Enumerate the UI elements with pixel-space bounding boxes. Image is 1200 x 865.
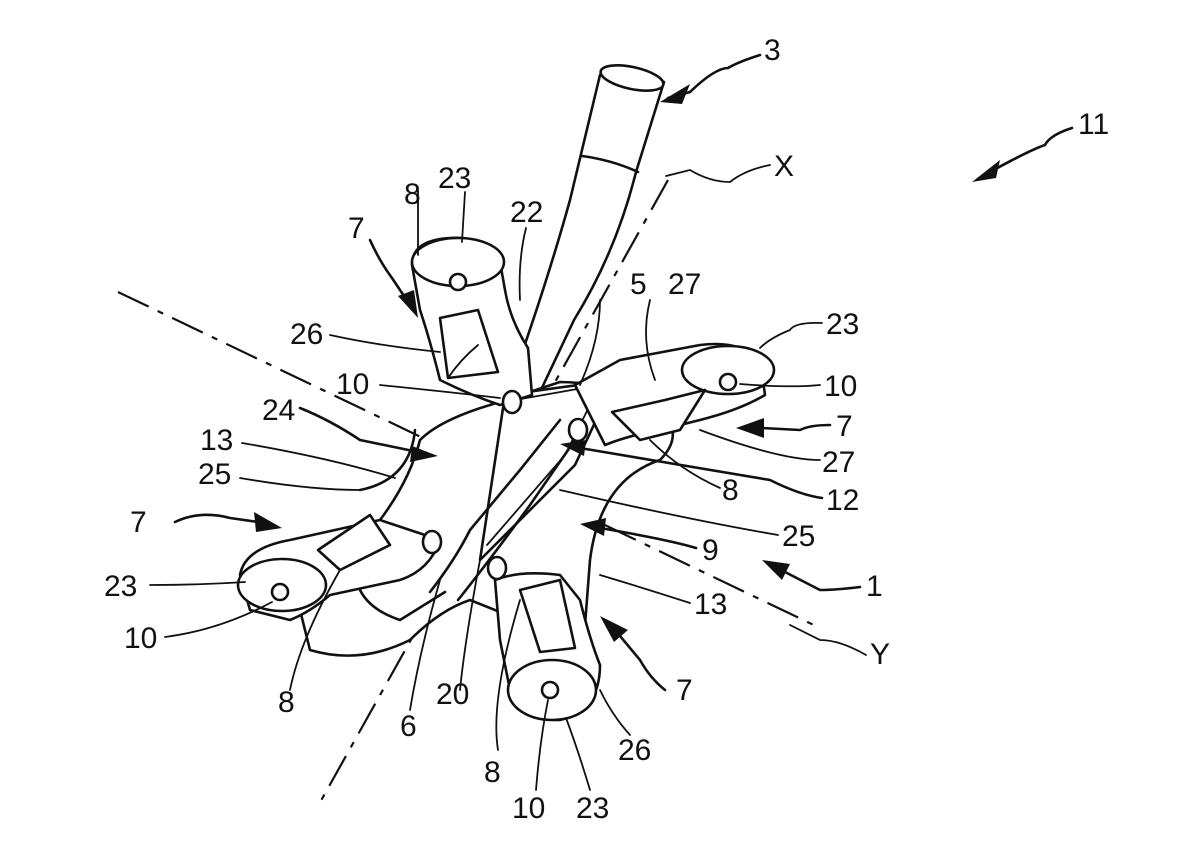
- arrowhead-11: [972, 160, 1000, 182]
- label-7-right: 7: [836, 410, 853, 443]
- label-25-left: 25: [198, 458, 231, 491]
- leader-23-bottom: [566, 718, 590, 790]
- label-25-right: 25: [782, 520, 815, 553]
- tube-body: [506, 71, 664, 398]
- arrow-7-bottom: [615, 630, 665, 690]
- label-8-right: 8: [722, 474, 739, 507]
- label-Y: Y: [870, 638, 890, 671]
- fixing-hub-2: [569, 419, 587, 441]
- fixing-hub-1: [503, 391, 521, 413]
- arrow-24: [300, 408, 418, 452]
- fixing-hub-3: [423, 531, 441, 553]
- arrow-7-left: [175, 515, 258, 522]
- leader-23-top: [462, 192, 465, 242]
- arrow-7-right: [762, 425, 830, 430]
- arm-top: [412, 238, 532, 405]
- fixing-10-top: [450, 274, 466, 290]
- label-1: 1: [866, 570, 883, 603]
- label-3: 3: [764, 34, 781, 67]
- label-5: 5: [630, 268, 647, 301]
- fixing-10-bottom: [542, 682, 558, 698]
- label-20: 20: [436, 678, 469, 711]
- label-27-top: 27: [668, 268, 701, 301]
- arrowhead-7-bottom: [600, 616, 628, 642]
- label-23-bottom: 23: [576, 792, 609, 825]
- label-8-left: 8: [278, 686, 295, 719]
- label-7-top: 7: [348, 212, 365, 245]
- arrow-1: [785, 572, 860, 590]
- label-12: 12: [826, 484, 859, 517]
- leader-13-left: [242, 443, 395, 478]
- leader-Y: [790, 625, 866, 655]
- leader-23-right: [760, 323, 822, 348]
- label-23-left: 23: [104, 570, 137, 603]
- leader-13-right: [600, 575, 690, 603]
- arrowhead-1: [762, 560, 790, 580]
- label-7-left: 7: [130, 506, 147, 539]
- label-11: 11: [1078, 108, 1109, 141]
- label-10-left: 10: [124, 622, 157, 655]
- label-26-top: 26: [290, 318, 323, 351]
- tube-3: [506, 61, 666, 398]
- label-23-top: 23: [438, 162, 471, 195]
- leader-22: [520, 228, 526, 300]
- arrowhead-7-right: [736, 418, 764, 438]
- label-10-bottom: 10: [512, 792, 545, 825]
- label-13-right: 13: [694, 588, 727, 621]
- label-8-bottom: 8: [484, 756, 501, 789]
- label-9: 9: [702, 534, 719, 567]
- label-27-bottom: 27: [822, 446, 855, 479]
- leader-26-bottom: [600, 690, 630, 735]
- label-24: 24: [262, 394, 295, 427]
- arrowhead-7-top: [398, 290, 418, 318]
- label-10-upper-left: 10: [336, 368, 369, 401]
- leader-25-left: [240, 478, 360, 490]
- arrowhead-3: [660, 84, 690, 104]
- label-13-left: 13: [200, 424, 233, 457]
- label-6: 6: [400, 710, 417, 743]
- label-23-right: 23: [826, 308, 859, 341]
- label-8-top: 8: [404, 178, 421, 211]
- fixing-10-left: [272, 584, 288, 600]
- label-X: X: [774, 150, 794, 183]
- fixing-10-right: [720, 374, 736, 390]
- leader-23-left: [150, 582, 245, 585]
- fixing-hub-4: [488, 557, 506, 579]
- label-26-bottom: 26: [618, 734, 651, 767]
- label-10-right: 10: [824, 370, 857, 403]
- label-7-bottom: 7: [676, 674, 693, 707]
- arrow-11: [990, 128, 1072, 172]
- leader-26-top: [330, 335, 440, 352]
- label-22: 22: [510, 196, 543, 229]
- leader-X: [666, 165, 770, 182]
- arrowhead-7-left: [254, 512, 282, 532]
